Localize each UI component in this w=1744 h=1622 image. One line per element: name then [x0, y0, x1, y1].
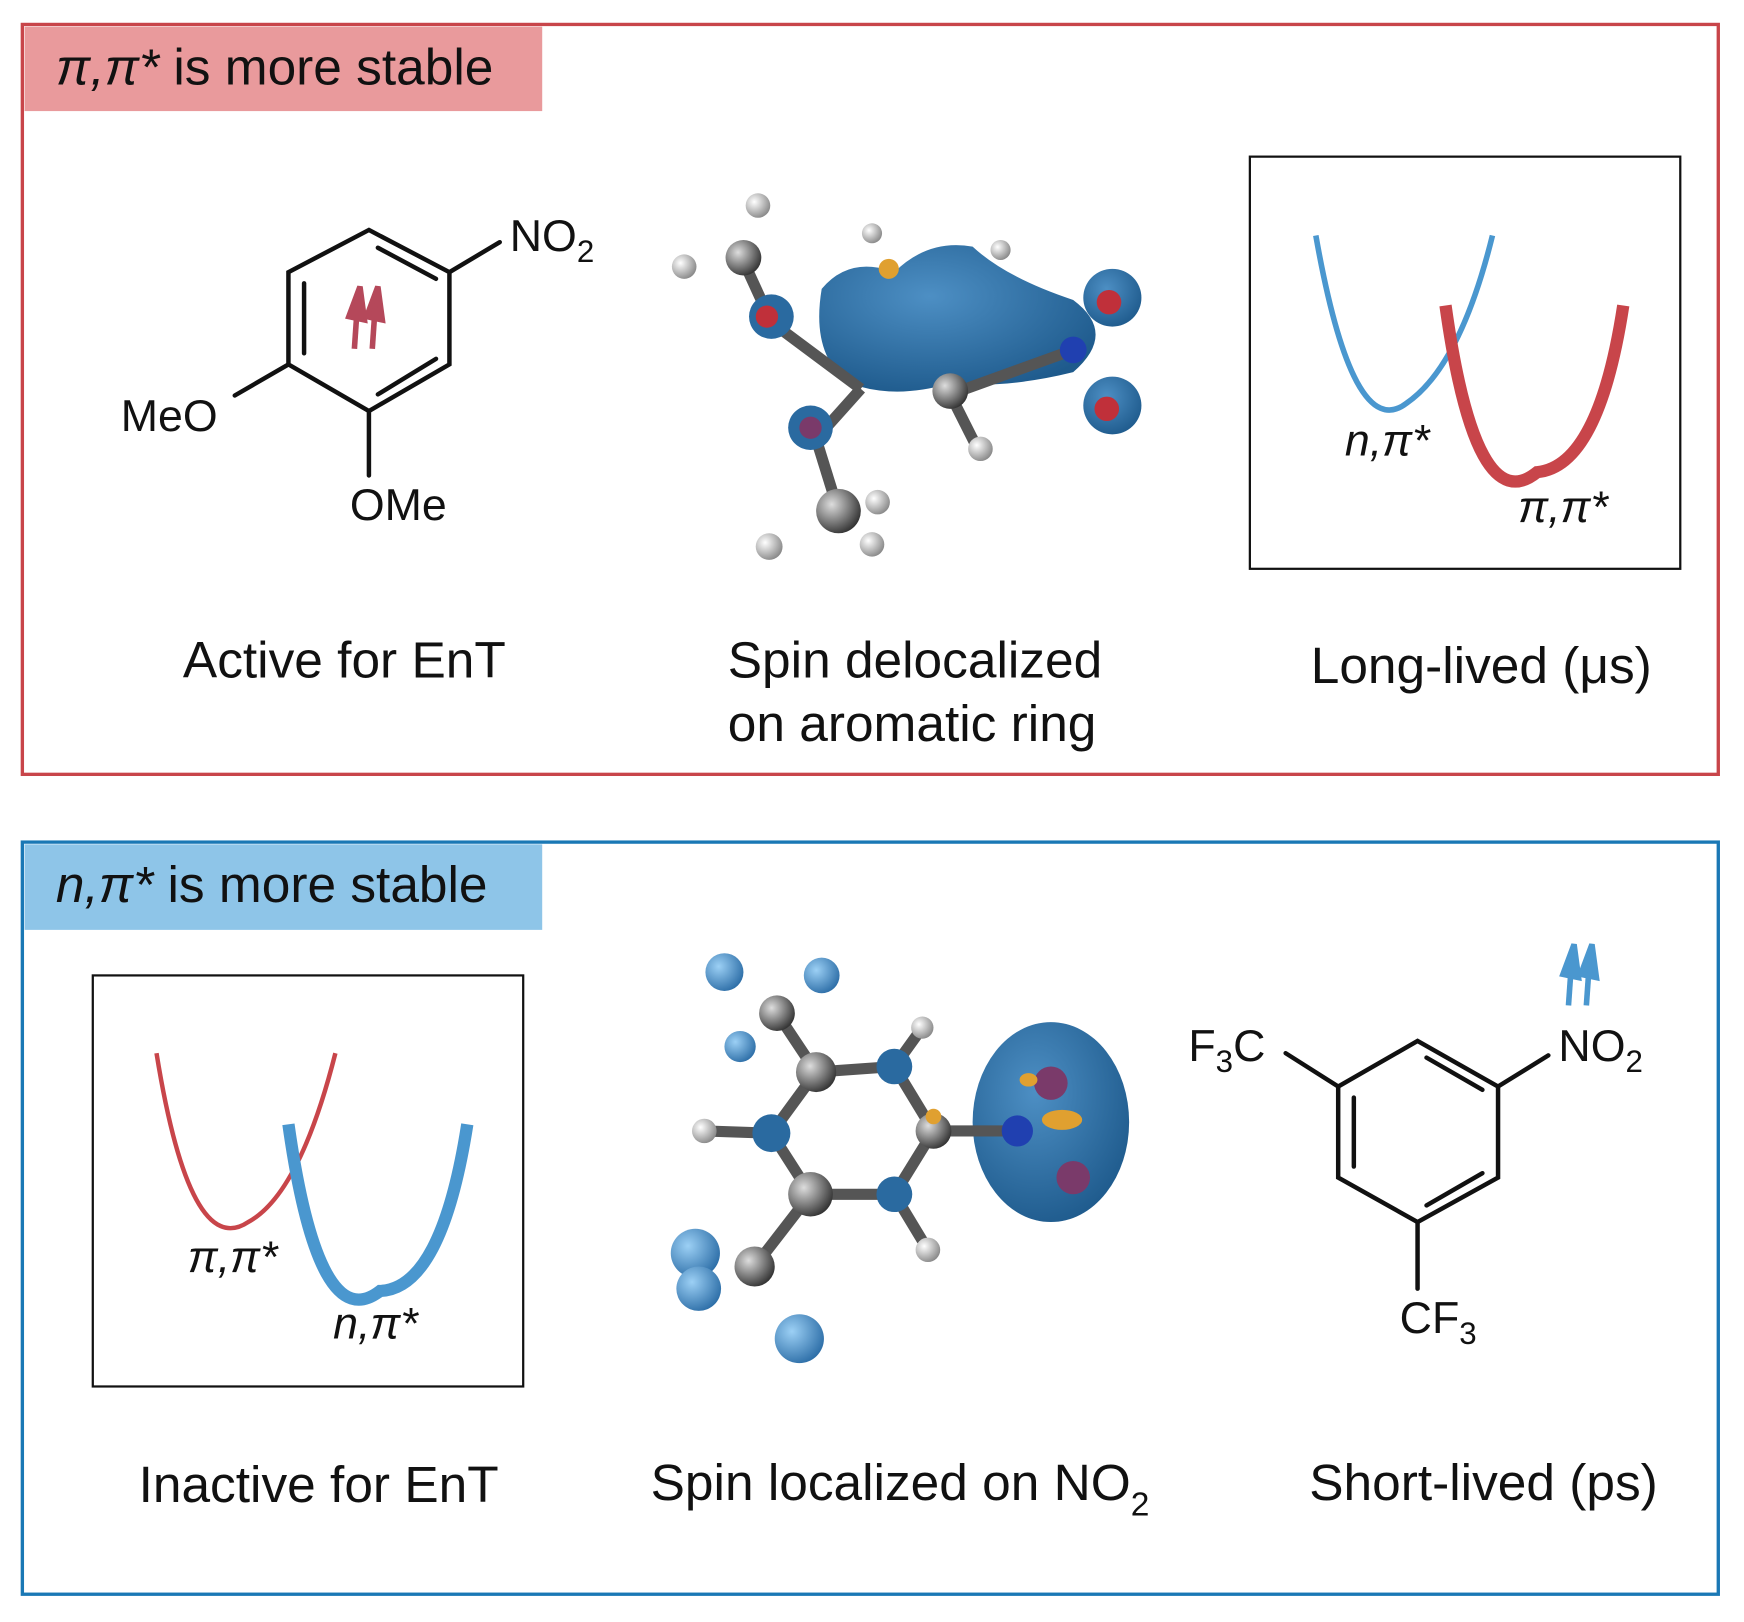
- f3c-label: F3C: [1188, 1022, 1265, 1079]
- no2-label: NO2: [1558, 1022, 1642, 1079]
- caption-spin-delocalized-1: Spin delocalized: [728, 632, 1102, 689]
- top-header-bg: [24, 26, 543, 112]
- spin-density-render-delocalized: [671, 193, 1142, 560]
- n-pi-star-label: n,π*: [333, 1300, 419, 1349]
- n-pi-star-label: n,π*: [1345, 417, 1431, 466]
- energy-diagram-bottom: π,π* n,π*: [91, 974, 525, 1388]
- pi-pi-star-curve: [1439, 304, 1630, 488]
- bottom-header: n,π* is more stable: [56, 856, 488, 913]
- ome-label: OMe: [350, 481, 447, 530]
- bottom-panel: n,π* is more stable π,π* n,π*: [20, 840, 1720, 1596]
- bis-trifluoromethyl-nitrobenzene-structure: F3C NO2 CF3: [1188, 943, 1643, 1351]
- n-pi-star-curve: [282, 1123, 474, 1306]
- top-panel: π,π* is more stable NO2 MeO OMe: [20, 22, 1720, 777]
- bottom-header-bg: [24, 844, 543, 930]
- top-panel-border: [20, 22, 1720, 777]
- caption-inactive: Inactive for EnT: [139, 1456, 499, 1513]
- energy-diagram-top: n,π* π,π*: [1248, 155, 1682, 570]
- caption-active: Active for EnT: [183, 632, 506, 689]
- cf3-label: CF3: [1400, 1294, 1477, 1351]
- no2-label: NO2: [510, 212, 594, 269]
- top-header: π,π* is more stable: [56, 39, 493, 96]
- caption-long-lived: Long-lived (μs): [1311, 637, 1652, 694]
- caption-short-lived: Short-lived (ps): [1309, 1454, 1658, 1511]
- spin-arrows-icon: [345, 285, 386, 350]
- dimethoxynitrobenzene-structure: NO2 MeO OMe: [121, 212, 595, 530]
- pi-pi-star-curve: [154, 1052, 338, 1231]
- caption-spin-delocalized-2: on aromatic ring: [728, 695, 1097, 752]
- spin-arrows-icon: [1559, 943, 1600, 1006]
- pi-pi-star-label: π,π*: [1518, 483, 1609, 532]
- meo-label: MeO: [121, 392, 218, 441]
- bottom-panel-border: [20, 840, 1720, 1596]
- spin-density-render-localized: [670, 953, 1130, 1364]
- n-pi-star-curve: [1313, 234, 1496, 413]
- caption-spin-localized: Spin localized on NO2: [651, 1454, 1150, 1523]
- pi-pi-star-label: π,π*: [188, 1233, 279, 1282]
